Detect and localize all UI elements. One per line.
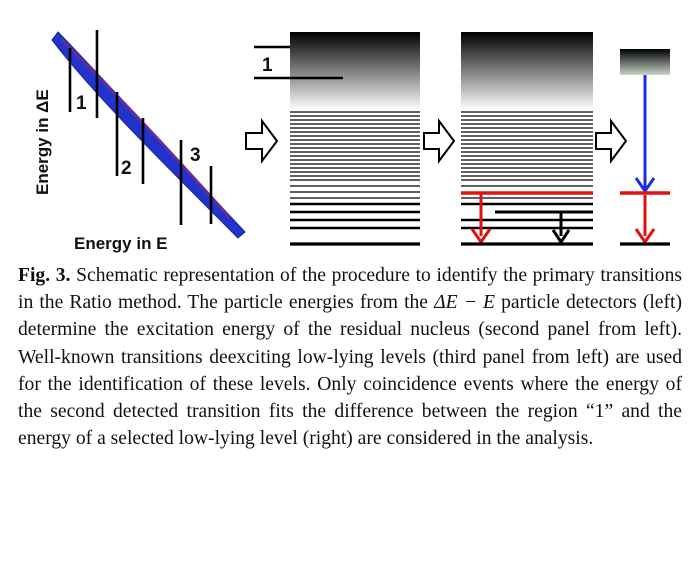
caption-text-2: particle detectors (left) determine the … — [18, 292, 682, 450]
continuum-region — [290, 32, 420, 110]
red-transition-arrowhead — [470, 228, 492, 245]
hollow-arrow-1 — [245, 118, 279, 164]
level-scheme — [290, 111, 420, 230]
excitation-energy-panel: 1 — [254, 32, 420, 246]
region-1-box — [620, 49, 670, 75]
particle-band — [51, 31, 246, 239]
caption-math: ΔE − E — [434, 292, 496, 314]
caption-text-1: Schematic representation of the procedur… — [18, 265, 682, 314]
red-transition-arrowhead — [634, 228, 656, 245]
figure-illustration: 1 2 3 Energy in ΔE Energy in E 1 — [33, 30, 670, 253]
black-transition-arrowhead — [551, 229, 571, 245]
hollow-arrow-2 — [423, 118, 456, 164]
region-label-3: 3 — [190, 145, 201, 166]
region-label-1: 1 — [76, 93, 87, 114]
y-axis-label: Energy in ΔE — [33, 89, 52, 195]
blue-transition-arrowhead — [634, 177, 656, 194]
level-scheme — [461, 111, 593, 230]
region-label-1-panel2: 1 — [262, 55, 273, 76]
figure-caption: Fig. 3. Schematic representation of the … — [18, 262, 682, 452]
coincidence-panel — [620, 49, 670, 246]
particle-band-core — [60, 38, 232, 219]
particle-identification-panel: 1 2 3 Energy in ΔE Energy in E — [33, 30, 246, 253]
hollow-arrow-3 — [595, 118, 628, 164]
caption-label: Fig. 3. — [18, 265, 71, 286]
low-lying-levels-panel — [461, 32, 593, 246]
x-axis-label: Energy in E — [74, 234, 168, 253]
continuum-region — [461, 32, 593, 110]
region-label-2: 2 — [121, 158, 132, 179]
